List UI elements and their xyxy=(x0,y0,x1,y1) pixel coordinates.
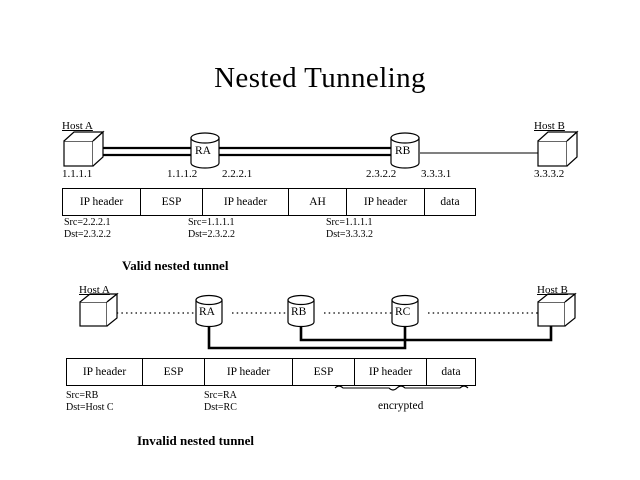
host-b-cube-top xyxy=(537,130,579,167)
annotation-dst: Dst=2.3.2.2 xyxy=(64,228,112,240)
packet-cell: IP header xyxy=(67,359,143,385)
annotation-dst: Dst=3.3.3.2 xyxy=(326,228,374,240)
packet-annotation-top-3: Src=1.1.1.1 Dst=3.3.3.2 xyxy=(326,217,373,240)
annotation-src: Src=RB xyxy=(66,390,99,401)
tunnel-bracket-ra-rc xyxy=(207,326,407,350)
packet-annotation-bottom-1: Src=RB Dst=Host C xyxy=(66,390,114,413)
annotation-dst: Dst=RC xyxy=(204,401,237,413)
host-a-cube-top xyxy=(63,130,105,167)
host-b-label-top: Host B xyxy=(534,120,565,132)
packet-cell: IP header xyxy=(347,189,425,215)
router-rc-label-bottom: RC xyxy=(395,306,411,318)
router-ra-label-top: RA xyxy=(195,145,211,157)
annotation-src: Src=RA xyxy=(204,390,237,401)
packet-diagram-top: IP header ESP IP header AH IP header dat… xyxy=(62,188,476,216)
caption-valid-tunnel: Valid nested tunnel xyxy=(122,258,229,273)
annotation-src: Src=2.2.2.1 xyxy=(64,217,111,228)
packet-cell: IP header xyxy=(355,359,427,385)
router-rb-address-right-top: 3.3.3.1 xyxy=(421,168,452,180)
packet-cell: data xyxy=(441,366,461,378)
host-a-cube-bottom xyxy=(79,292,119,327)
host-a-label-top: Host A xyxy=(62,120,93,132)
packet-annotation-top-1: Src=2.2.2.1 Dst=2.3.2.2 xyxy=(64,217,111,240)
host-b-cube-bottom xyxy=(537,292,577,327)
host-a-label-bottom: Host A xyxy=(79,284,110,296)
router-rb-label-top: RB xyxy=(395,145,411,157)
packet-cell: ESP xyxy=(141,189,203,215)
packet-cell: ESP xyxy=(143,359,205,385)
packet-cell: data xyxy=(440,196,460,208)
host-b-label-bottom: Host B xyxy=(537,284,568,296)
router-ra-label-bottom: RA xyxy=(199,306,215,318)
annotation-dst: Dst=Host C xyxy=(66,401,114,413)
router-rb-address-left-top: 2.3.2.2 xyxy=(366,168,397,180)
tunnel-bracket-rb-hostb xyxy=(299,326,553,342)
packet-cell: AH xyxy=(289,189,347,215)
encrypted-brace xyxy=(334,385,469,391)
router-rb-label-bottom: RB xyxy=(291,306,307,318)
router-ra-address-left-top: 1.1.1.2 xyxy=(167,168,198,180)
page-title: Nested Tunneling xyxy=(214,62,426,94)
packet-annotation-top-2: Src=1.1.1.1 Dst=2.3.2.2 xyxy=(188,217,235,240)
caption-invalid-tunnel: Invalid nested tunnel xyxy=(137,433,255,448)
packet-cell: IP header xyxy=(203,189,289,215)
packet-cell: IP header xyxy=(63,189,141,215)
router-ra-address-right-top: 2.2.2.1 xyxy=(222,168,253,180)
host-a-address-top: 1.1.1.1 xyxy=(62,168,93,180)
top-tunnel-link xyxy=(96,146,392,157)
packet-cell: IP header xyxy=(205,359,293,385)
annotation-dst: Dst=2.3.2.2 xyxy=(188,228,236,240)
packet-cell: ESP xyxy=(293,359,355,385)
packet-diagram-bottom: IP header ESP IP header ESP IP header da… xyxy=(66,358,476,386)
host-b-address-top: 3.3.3.2 xyxy=(534,168,565,180)
encrypted-label: encrypted xyxy=(378,400,424,412)
annotation-src: Src=1.1.1.1 xyxy=(188,217,235,228)
packet-annotation-bottom-2: Src=RA Dst=RC xyxy=(204,390,237,413)
annotation-src: Src=1.1.1.1 xyxy=(326,217,373,228)
